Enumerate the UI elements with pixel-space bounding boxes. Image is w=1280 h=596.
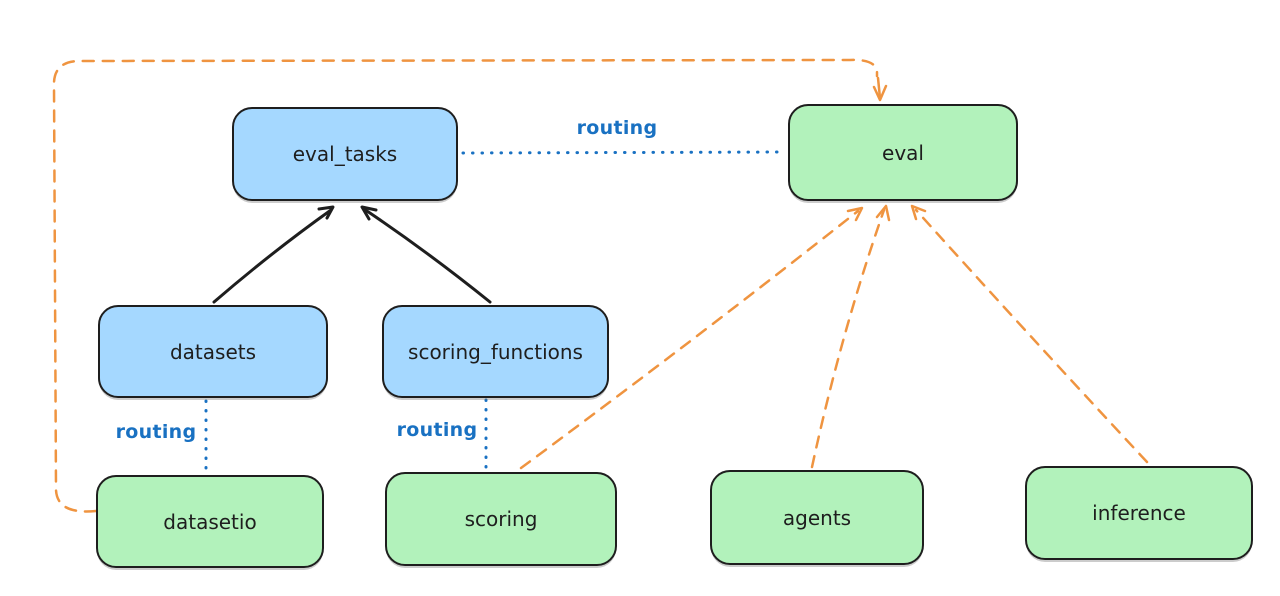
node-label: datasetio [163, 509, 257, 534]
edge-agents-to-eval [810, 204, 891, 469]
routing-label-datasets-datasetio: routing [115, 421, 197, 443]
node-eval-tasks: eval_tasks [232, 107, 458, 201]
arrowhead-icon [317, 205, 335, 220]
node-eval: eval [788, 104, 1018, 201]
node-label: scoring [464, 507, 538, 531]
arrowhead-icon [875, 204, 891, 222]
routing-label-scoring-functions-scoring: routing [396, 419, 478, 441]
edge-line [876, 76, 882, 100]
arrowhead-icon [872, 84, 888, 102]
node-agents: agents [710, 470, 924, 565]
edge-line [810, 208, 886, 469]
arrowhead-icon [360, 205, 378, 221]
node-label: eval_tasks [292, 142, 398, 166]
node-inference: inference [1025, 466, 1253, 560]
edge-line [362, 207, 492, 304]
node-scoring-functions: scoring_functions [382, 305, 609, 398]
edge-datasetio-to-eval [52, 58, 888, 513]
edge-datasets-to-eval-tasks [212, 205, 335, 304]
node-label: inference [1092, 501, 1186, 525]
node-label: eval [882, 140, 924, 165]
node-label: agents [782, 505, 852, 530]
edge-inference-to-eval [910, 204, 1149, 464]
arrowhead-icon [846, 206, 864, 222]
node-datasets: datasets [98, 305, 328, 398]
edge-line [914, 208, 1149, 464]
node-scoring: scoring [385, 472, 617, 566]
routing-label-eval-tasks-eval: routing [576, 117, 658, 139]
node-datasetio: datasetio [96, 475, 324, 568]
edge-scoring-functions-to-eval-tasks [360, 205, 492, 304]
edge-line [212, 208, 333, 304]
arrowhead-icon [910, 204, 927, 221]
edge-eval-tasks-to-eval-routing [461, 150, 787, 155]
edge-line [461, 150, 787, 155]
edge-line [52, 58, 879, 513]
node-label: scoring_functions [408, 339, 583, 364]
node-label: datasets [169, 339, 257, 364]
